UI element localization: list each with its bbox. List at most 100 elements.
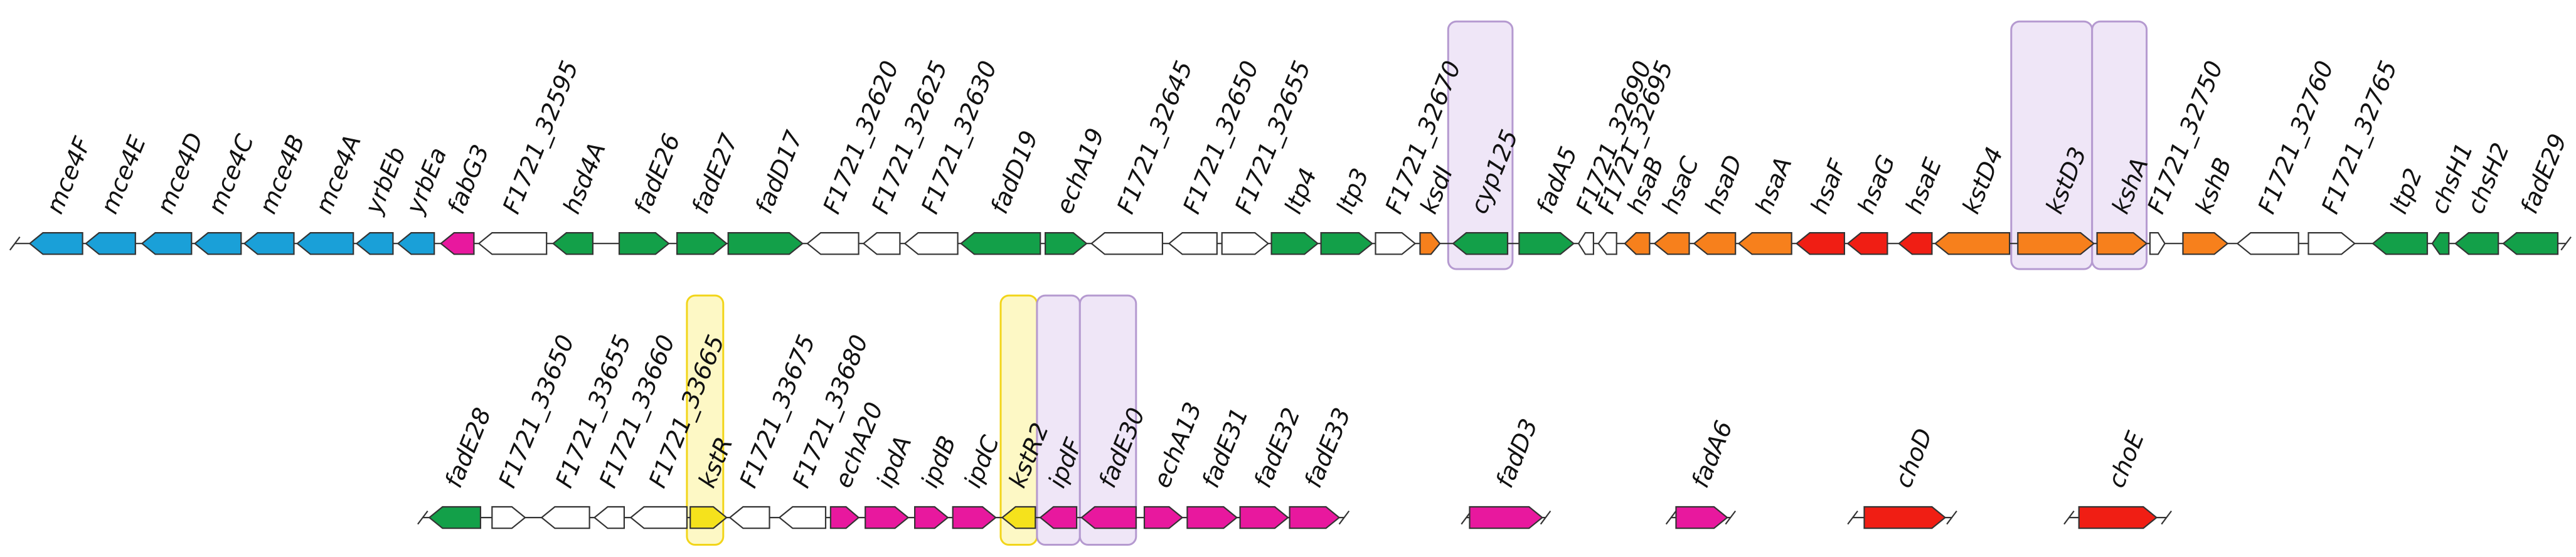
gene-label: ipdB (916, 432, 962, 492)
contig-end-tick (1946, 510, 1957, 525)
gene-label: fadE29 (2515, 130, 2572, 218)
gene-arrow-kstD3 (2017, 232, 2095, 255)
gene-label: fadE32 (1248, 404, 1306, 492)
highlight-box-purple (2010, 20, 2094, 270)
gene-arrow-F1721_32650 (1168, 232, 1218, 255)
gene-label: hsaF (1805, 155, 1852, 218)
gene-arrow-F1721_33680 (778, 506, 827, 529)
gene-arrow-hsd4A (551, 232, 594, 255)
gene-arrow-mce4B (243, 232, 295, 255)
gene-arrow-hsaG (1846, 232, 1888, 255)
gene-arrow-fadE32 (1239, 506, 1289, 529)
gene-label: ltp4 (1279, 164, 1322, 218)
gene-arrow-hsaE (1898, 232, 1933, 255)
highlight-box-purple (1078, 294, 1137, 546)
gene-label: fadE28 (440, 404, 497, 492)
gene-label: hsd4A (558, 139, 611, 218)
gene-arrow-ltp4 (1270, 232, 1319, 255)
gene-arrow-F1721_32630 (903, 232, 959, 255)
gene-arrow-F1721_32670 (1375, 232, 1417, 255)
gene-arrow-ksdI (1419, 232, 1441, 255)
gene-arrow-F1721_33660 (593, 506, 625, 529)
gene-arrow-F1721_33655 (540, 506, 590, 529)
gene-label: fadA6 (1686, 416, 1738, 491)
gene-arrow-F1721_32765 (2307, 232, 2356, 255)
gene-row-4: choD (1847, 425, 1957, 529)
gene-label: fabG3 (442, 141, 495, 218)
gene-arrow-fadE28 (428, 506, 482, 529)
gene-label: ltp3 (1331, 164, 1374, 218)
gene-label: fadE26 (629, 130, 686, 218)
gene-arrow-F1721_32750 (2149, 232, 2166, 255)
gene-arrow-kshB (2182, 232, 2229, 255)
gene-arrow-fadD19 (960, 232, 1041, 255)
contig-end-tick (2560, 236, 2572, 251)
gene-arrow-fadE27 (676, 232, 728, 255)
gene-arrow-choD (1863, 506, 1947, 529)
gene-arrow-mce4F (28, 232, 83, 255)
gene-label: mce4F (41, 132, 97, 218)
gene-arrow-echA20 (829, 506, 860, 529)
gene-row-1: fadE28F1721_33650F1721_33655F1721_33660F… (417, 331, 1356, 529)
gene-arrow-fadA6 (1675, 506, 1728, 529)
gene-arrow-ltp3 (1320, 232, 1373, 255)
gene-label: mce4A (310, 130, 366, 217)
gene-arrow-fadE30 (1080, 506, 1137, 529)
gene-label: ltp2 (2385, 164, 2427, 218)
gene-arrow-yrbEb (355, 232, 394, 255)
gene-label: ipdA (871, 432, 917, 492)
highlight-box-purple (2091, 20, 2148, 270)
gene-label: mce4D (151, 129, 208, 217)
gene-arrow-F1721_32595 (477, 232, 548, 255)
gene-label: kshB (2190, 154, 2237, 218)
gene-row-2: fadD3 (1461, 415, 1551, 529)
gene-arrow-chsH1 (2431, 232, 2450, 255)
gene-label: choE (2102, 428, 2149, 492)
gene-arrow-kstR2 (1001, 506, 1036, 529)
gene-label: mce4B (253, 130, 310, 217)
gene-label: fadE27 (686, 130, 743, 218)
gene-label: mce4C (203, 130, 259, 218)
gene-arrow-F1721_32690 (1577, 232, 1594, 255)
gene-arrow-fadA5 (1518, 232, 1575, 255)
gene-arrow-F1721_33665 (629, 506, 688, 529)
gene-arrow-F1721_33650 (491, 506, 526, 529)
gene-arrow-echA13 (1143, 506, 1184, 529)
contig-end-tick (1725, 510, 1737, 525)
gene-label: hsaE (1900, 154, 1947, 218)
gene-label: ipdC (959, 432, 1004, 492)
gene-arrow-F1721_32645 (1090, 232, 1164, 255)
gene-label: hsaA (1750, 153, 1797, 218)
contig-end-tick (2063, 510, 2075, 525)
gene-row-3: fadA6 (1665, 416, 1738, 529)
gene-arrow-hsaA (1737, 232, 1792, 255)
gene-row-5: choE (2063, 428, 2172, 529)
gene-label: fadD3 (1491, 415, 1543, 491)
gene-arrow-hsaC (1653, 232, 1690, 255)
contig-end-tick (417, 510, 428, 525)
gene-label: mce4E (95, 132, 151, 218)
gene-arrow-ipdF (1039, 506, 1078, 529)
gene-arrow-fadE33 (1289, 506, 1341, 529)
gene-arrow-echA19 (1044, 232, 1088, 255)
gene-arrow-ipdA (865, 506, 910, 529)
contig-end-tick (2161, 510, 2172, 525)
gene-arrow-fadD17 (727, 232, 804, 255)
gene-arrow-F1721_32760 (2236, 232, 2299, 255)
gene-arrow-cyp125 (1452, 232, 1509, 255)
gene-arrow-kstR (689, 506, 728, 529)
gene-arrow-kshA (2096, 232, 2148, 255)
gene-arrow-mce4D (141, 232, 193, 255)
contig-end-tick (1338, 510, 1350, 525)
gene-label: fadD19 (985, 127, 1043, 218)
highlight-box-yellow (686, 294, 725, 546)
gene-arrow-choE (2078, 506, 2158, 529)
gene-arrow-mce4A (296, 232, 354, 255)
gene-label: fadE31 (1196, 404, 1253, 492)
contig-end-tick (1665, 510, 1677, 525)
gene-label: echA19 (1050, 124, 1109, 218)
gene-arrow-yrbEa (397, 232, 435, 255)
gene-label: kstD4 (1957, 143, 2008, 218)
